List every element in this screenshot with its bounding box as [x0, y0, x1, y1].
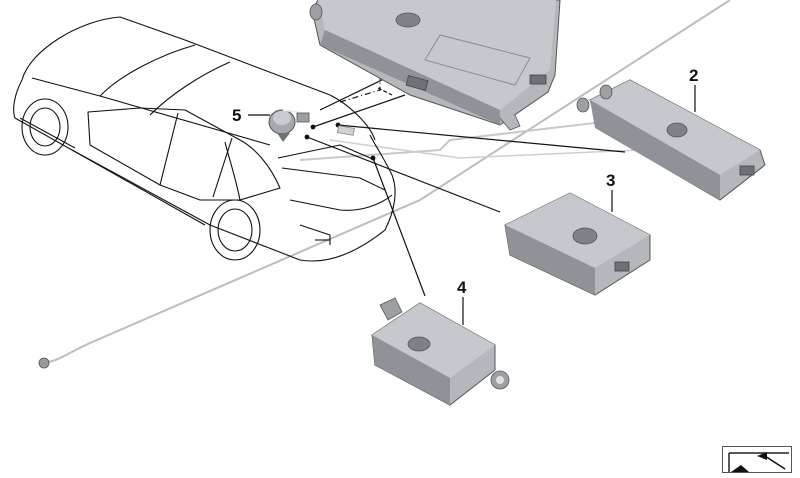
part-main-antenna-module[interactable]	[309, 0, 561, 131]
antenna-cable	[38, 0, 731, 369]
part-antenna-amplifier-small[interactable]	[371, 297, 510, 406]
callout-label-5: 5	[232, 106, 242, 125]
leader-dots	[304, 122, 376, 161]
part-round-sensor-connector[interactable]	[268, 109, 310, 142]
connector-bracket	[336, 125, 355, 136]
car-outline	[13, 16, 396, 262]
callout-label-4: 4	[457, 278, 467, 297]
arrow-nav-icon	[728, 452, 789, 472]
diagram-nav-button[interactable]	[722, 446, 792, 473]
callout-label-2: 2	[689, 66, 699, 85]
callout-label-3: 3	[606, 171, 616, 190]
part-antenna-amplifier-square[interactable]	[504, 192, 651, 296]
part-antenna-amplifier-long[interactable]	[576, 79, 766, 201]
